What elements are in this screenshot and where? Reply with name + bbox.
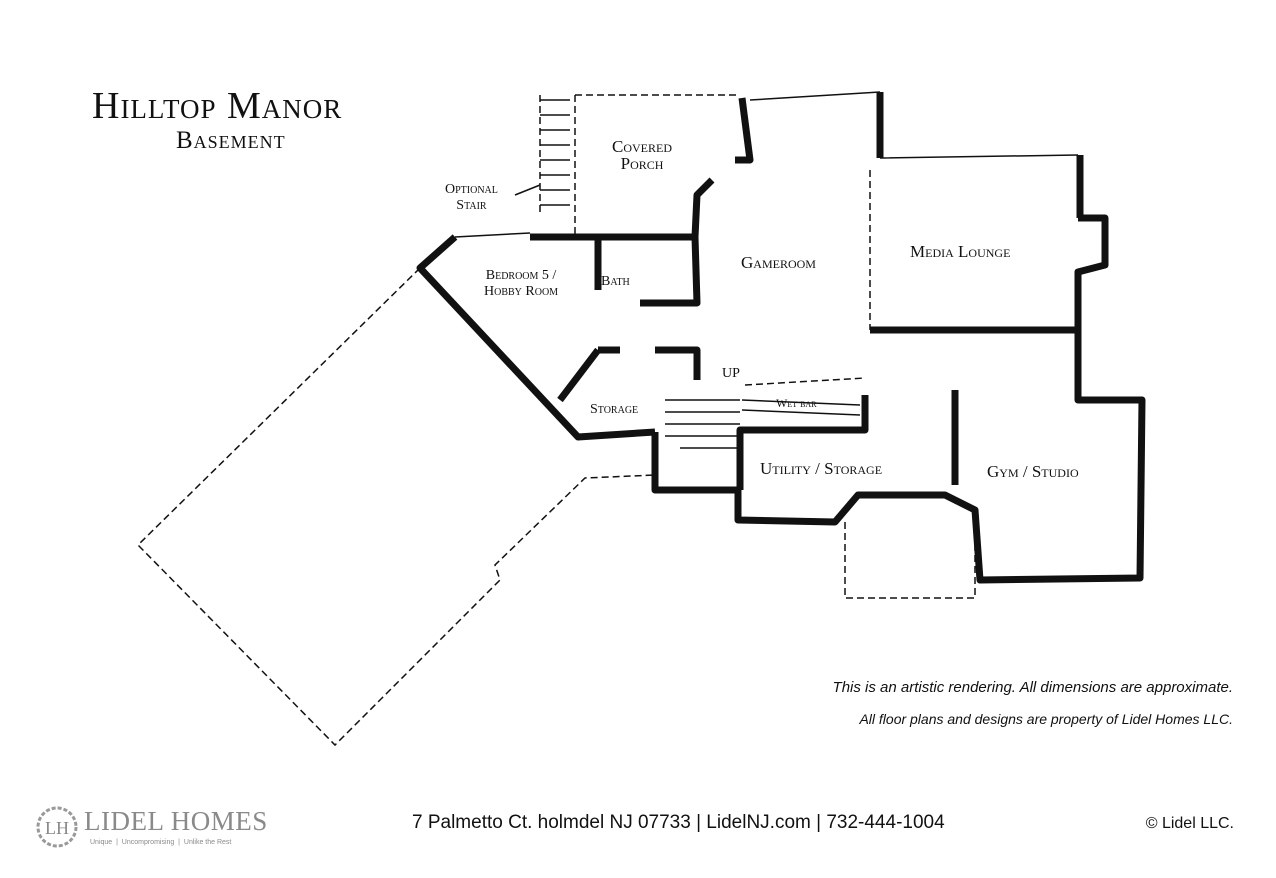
optional-stair-treads <box>454 91 1079 449</box>
porch-label: Porch <box>620 154 664 173</box>
hobby-room-label: Hobby Room <box>484 284 559 299</box>
room-label-bath: Bath <box>601 274 630 289</box>
disclaimer-property: All floor plans and designs are property… <box>859 711 1233 727</box>
room-label-up: UP <box>722 366 740 381</box>
covered-label: Covered <box>612 137 673 156</box>
copyright: © Lidel LLC. <box>1145 815 1234 832</box>
room-label-wet-bar: Wet bar <box>776 396 817 410</box>
logo-name: LIDEL HOMES <box>84 806 268 836</box>
room-label-utility: Utility / Storage <box>760 459 883 478</box>
laurel-monogram-icon: LH <box>36 806 78 848</box>
bedroom-label: Bedroom 5 / <box>485 268 557 283</box>
svg-text:LH: LH <box>45 818 69 838</box>
patio-outline <box>844 512 976 599</box>
plan-title: Hilltop Manor <box>92 85 343 127</box>
porch-outline <box>539 94 740 235</box>
lidel-homes-logo: LH LIDEL HOMES Unique | Uncompromising |… <box>34 805 267 853</box>
stair-label: Stair <box>456 198 487 213</box>
room-label-bedroom: Bedroom 5 / Hobby Room <box>484 268 558 300</box>
room-label-covered-porch: Covered Porch <box>612 138 672 172</box>
disclaimer-rendering: This is an artistic rendering. All dimen… <box>832 679 1233 696</box>
optional-label: Optional <box>445 182 498 197</box>
room-label-media-lounge: Media Lounge <box>910 242 1011 261</box>
room-label-optional-stair: Optional Stair <box>445 182 498 214</box>
room-label-gameroom: Gameroom <box>741 253 816 272</box>
footer-contact: 7 Palmetto Ct. holmdel NJ 07733 | LidelN… <box>412 812 945 833</box>
logo-tagline: Unique | Uncompromising | Unlike the Res… <box>90 839 232 846</box>
room-label-gym: Gym / Studio <box>987 462 1079 481</box>
walls <box>416 92 1146 584</box>
lower-deck-outline <box>136 267 656 747</box>
gameroom-opening <box>744 170 871 386</box>
plan-subtitle: Basement <box>176 127 286 154</box>
room-label-storage: Storage <box>590 402 639 417</box>
